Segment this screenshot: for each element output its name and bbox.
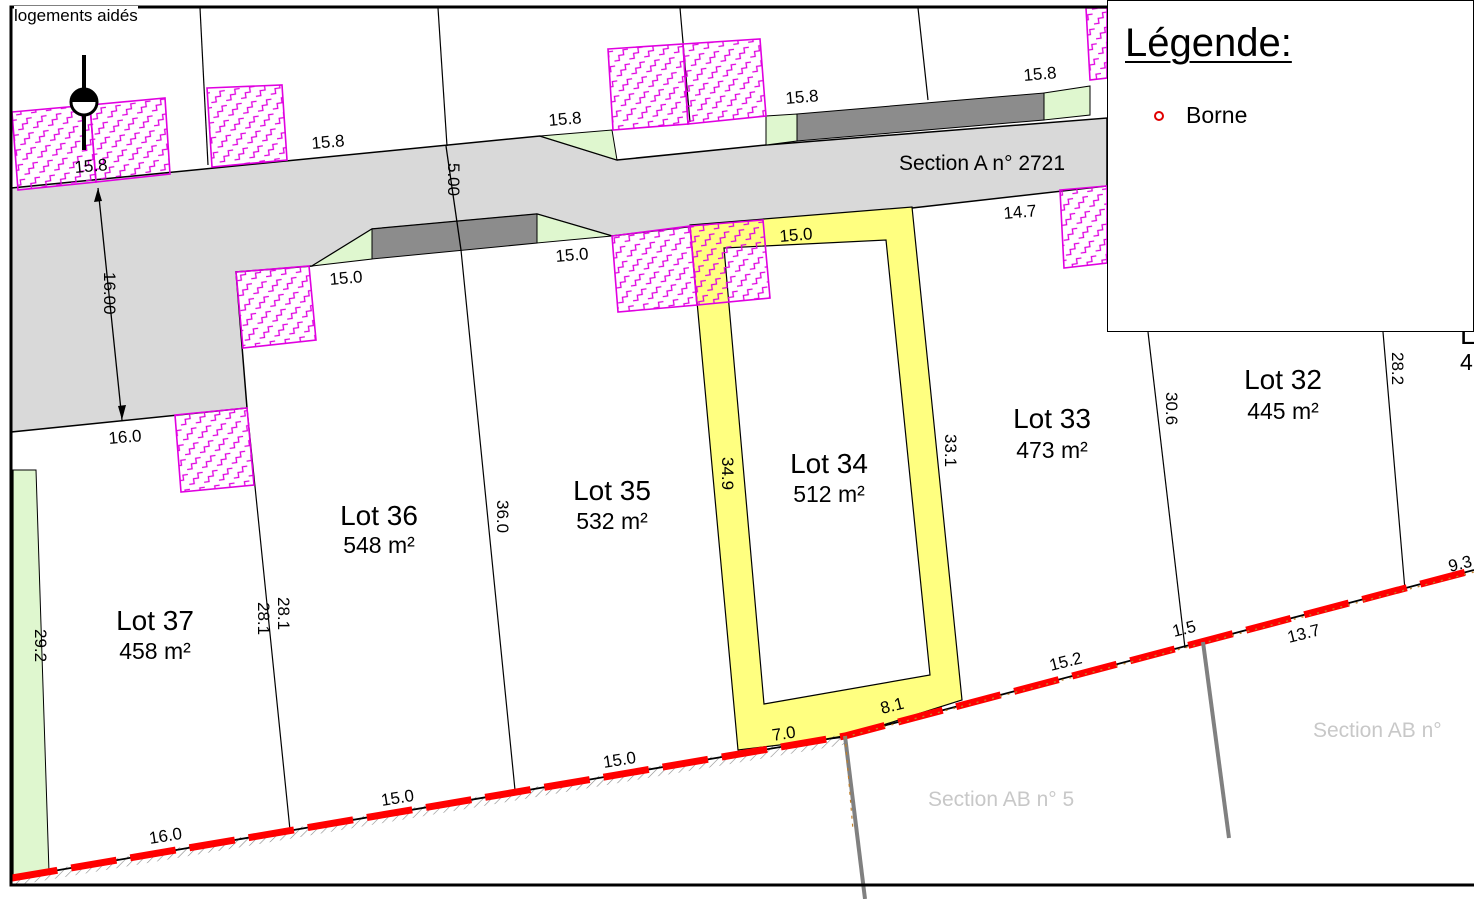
legend-title: Légende: — [1125, 21, 1292, 65]
lot-34-area: 512 m² — [793, 481, 865, 507]
dim-front-16-0: 16.0 — [108, 426, 143, 448]
green-island — [1043, 85, 1091, 121]
dim-road-16: 16.00 — [100, 272, 119, 315]
dim-side-30-6: 30.6 — [1162, 392, 1181, 425]
lot-36-area: 548 m² — [343, 532, 415, 558]
lot-33-area: 473 m² — [1016, 437, 1088, 463]
dim-side-28-1-a: 28.1 — [254, 602, 273, 635]
neighbour-line — [1201, 641, 1231, 839]
dim-road-5: 5.00 — [444, 163, 463, 196]
dim-side-36-0: 36.0 — [493, 500, 512, 533]
lot-36-name: Lot 36 — [340, 500, 418, 531]
lot-37-area: 458 m² — [119, 638, 191, 664]
section-a-2721: Section A n° 2721 — [899, 152, 1065, 175]
legend-item-label: Borne — [1186, 102, 1248, 128]
section-ab-right: Section AB n° — [1313, 719, 1442, 742]
dim-front-15-0-b: 15.0 — [555, 244, 590, 266]
green-island — [536, 213, 613, 244]
dim-top-15-8-d: 15.8 — [785, 86, 820, 108]
dim-top-15-8-c: 15.8 — [548, 108, 583, 130]
dim-back-15-0-b: 15.0 — [602, 748, 638, 772]
dim-front-14-7: 14.7 — [1003, 201, 1038, 223]
dim-back-7-0: 7.0 — [771, 722, 797, 744]
dim-side-29-2: 29.2 — [31, 629, 50, 662]
lot-33-name: Lot 33 — [1013, 403, 1091, 434]
lot-35-area: 532 m² — [576, 508, 648, 534]
dim-side-33-1: 33.1 — [941, 434, 960, 467]
neighbour-line — [843, 735, 867, 899]
fence-blocks — [11, 7, 1108, 493]
dim-front-15-0-a: 15.0 — [329, 267, 364, 289]
lot-32-area: 445 m² — [1247, 398, 1319, 424]
dim-top-15-8-a: 15.8 — [74, 155, 109, 177]
section-ab-5: Section AB n° 5 — [928, 788, 1074, 811]
legend-panel: Légende: Borne — [1107, 0, 1474, 332]
dim-back-16-0: 16.0 — [148, 824, 184, 848]
dim-side-34-9: 34.9 — [718, 457, 737, 490]
dim-top-15-8-e: 15.8 — [1023, 63, 1058, 85]
lot-34-name: Lot 34 — [790, 448, 868, 479]
green-island — [765, 113, 798, 146]
dim-front-15-0-c: 15.0 — [779, 224, 814, 246]
lot-35-name: Lot 35 — [573, 475, 651, 506]
map-frame — [9, 5, 1474, 887]
road-width-16-line — [97, 187, 123, 421]
borne-icon — [1154, 110, 1164, 121]
dim-side-28-2: 28.2 — [1388, 352, 1407, 385]
road-width-5-line — [445, 145, 462, 251]
north-marker — [69, 55, 99, 150]
dim-side-28-1-b: 28.1 — [274, 597, 293, 630]
green-island — [539, 129, 618, 161]
legend-item-borne: Borne — [1154, 102, 1247, 129]
dim-top-15-8-b: 15.8 — [311, 131, 346, 153]
lot-32-name: Lot 32 — [1244, 364, 1322, 395]
top-note: logements aidés — [14, 6, 138, 26]
partial-lot-area: 4 — [1460, 349, 1473, 375]
dim-back-15-0-a: 15.0 — [380, 786, 416, 810]
lot-37-name: Lot 37 — [116, 605, 194, 636]
